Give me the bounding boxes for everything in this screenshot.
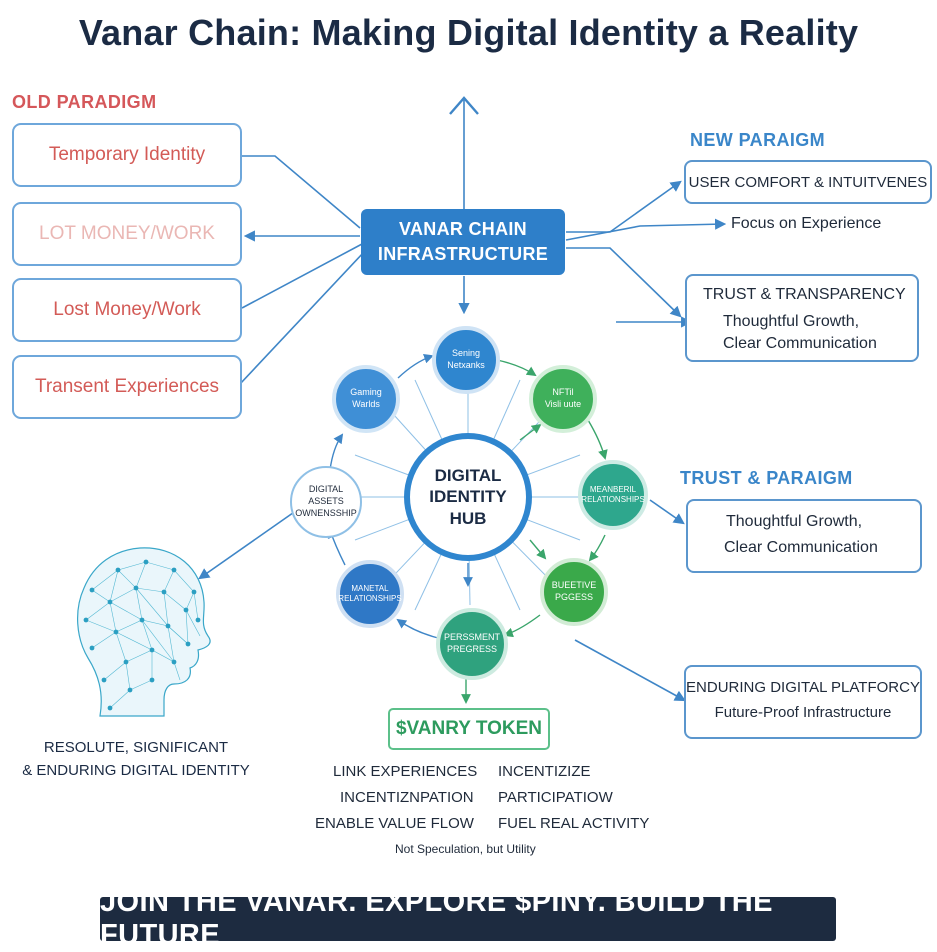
node-collective-line-1: BUEETIVE [552, 580, 597, 592]
node-meaningful-relationships: MEANBERIL RELATIONSHIPS [578, 460, 648, 530]
trust-paradigm-line-2: Clear Communication [724, 539, 878, 557]
old-item-lot-money-work: LOT MONEY/WORK [12, 202, 242, 266]
node-nft-visual: NFTil Visli uute [529, 365, 597, 433]
identity-caption-line-2: & ENDURING DIGITAL IDENTITY [0, 759, 272, 782]
old-item-temporary-identity: Temporary Identity [12, 123, 242, 187]
token-left-2: INCENTIZNPATION [340, 789, 474, 806]
node-mental-line-1: MANETAL [351, 584, 388, 594]
token-note: Not Speculation, but Utility [395, 842, 536, 856]
trust-transparency-line-2: Clear Communication [723, 335, 877, 353]
identity-caption-line-1: RESOLUTE, SIGNIFICANT [0, 736, 272, 759]
enduring-line-1: ENDURING DIGITAL PLATFORCY [686, 679, 920, 696]
old-paradigm-label: OLD PARADIGM [12, 92, 156, 113]
node-social-line-2: Netxanks [447, 360, 485, 372]
trust-paradigm-label: TRUST & PARAIGM [680, 468, 853, 489]
node-social-networks: Sening Netxanks [432, 326, 500, 394]
new-paradigm-label: NEW PARAIGM [690, 130, 825, 151]
footer-banner: JOIN THE VANAR. EXPLORE $PINY. BUILD THE… [100, 897, 836, 941]
node-mental-relationships: MANETAL RELATIONSHIPS [336, 560, 404, 628]
token-left-3: ENABLE VALUE FLOW [315, 815, 474, 832]
enduring-platform-box: ENDURING DIGITAL PLATFORCY Future-Proof … [684, 665, 922, 739]
node-gaming-worlds: Gaming Warlds [332, 365, 400, 433]
user-comfort-box: USER COMFORT & INTUITVENES [684, 160, 932, 204]
node-nft-line-2: Visli uute [545, 399, 581, 411]
token-left-1: LINK EXPERIENCES [333, 763, 477, 780]
node-assets-line-3: OWNENSSHIP [295, 508, 357, 520]
node-gaming-line-1: Gaming [350, 387, 382, 399]
token-right-2: PARTICIPATIOW [498, 789, 613, 806]
node-gaming-line-2: Warlds [352, 399, 380, 411]
trust-paradigm-box: Thoughtful Growth, Clear Communication [686, 499, 922, 573]
hub-line-3: HUB [450, 508, 487, 529]
digital-head-illustration [70, 540, 220, 720]
node-meaningful-line-2: RELATIONSHIPS [581, 495, 644, 505]
token-right-1: INCENTIZIZE [498, 763, 591, 780]
node-assets-line-2: ASSETS [308, 496, 344, 508]
trust-transparency-line-1: Thoughtful Growth, [723, 313, 859, 331]
hub-line-2: IDENTITY [429, 486, 506, 507]
old-item-lost-money-work: Lost Money/Work [12, 278, 242, 342]
infra-line-1: VANAR CHAIN [399, 217, 527, 242]
vanar-infrastructure-box: VANAR CHAIN INFRASTRUCTURE [361, 209, 565, 275]
digital-identity-hub: DIGITAL IDENTITY HUB [404, 433, 532, 561]
vanry-token-box: $VANRY TOKEN [388, 708, 550, 750]
node-persistent-line-2: PREGRESS [447, 644, 497, 656]
node-nft-line-1: NFTil [552, 387, 573, 399]
hub-line-1: DIGITAL [435, 465, 502, 486]
node-collective-line-2: PGGESS [555, 592, 593, 604]
enduring-line-2: Future-Proof Infrastructure [686, 704, 920, 721]
node-collective-progress: BUEETIVE PGGESS [540, 558, 608, 626]
identity-caption: RESOLUTE, SIGNIFICANT & ENDURING DIGITAL… [0, 736, 272, 783]
node-meaningful-line-1: MEANBERIL [590, 485, 636, 495]
infra-line-2: INFRASTRUCTURE [378, 242, 548, 267]
node-mental-line-2: RELATIONSHIPS [338, 594, 401, 604]
trust-transparency-box: TRUST & TRANSPARENCY Thoughtful Growth, … [685, 274, 919, 362]
trust-transparency-title: TRUST & TRANSPARENCY [703, 286, 906, 304]
node-persistent-line-1: PERSSMENT [444, 632, 500, 644]
node-assets-line-1: DIGITAL [309, 484, 343, 496]
token-right-3: FUEL REAL ACTIVITY [498, 815, 649, 832]
node-digital-assets-ownership: DIGITAL ASSETS OWNENSSHIP [290, 466, 362, 538]
node-persistent-progress: PERSSMENT PREGRESS [436, 608, 508, 680]
focus-on-experience-text: Focus on Experience [731, 215, 881, 233]
node-social-line-1: Sening [452, 348, 480, 360]
user-comfort-text: USER COMFORT & INTUITVENES [689, 174, 928, 191]
trust-paradigm-line-1: Thoughtful Growth, [726, 513, 862, 531]
old-item-transient-experiences: Transent Experiences [12, 355, 242, 419]
